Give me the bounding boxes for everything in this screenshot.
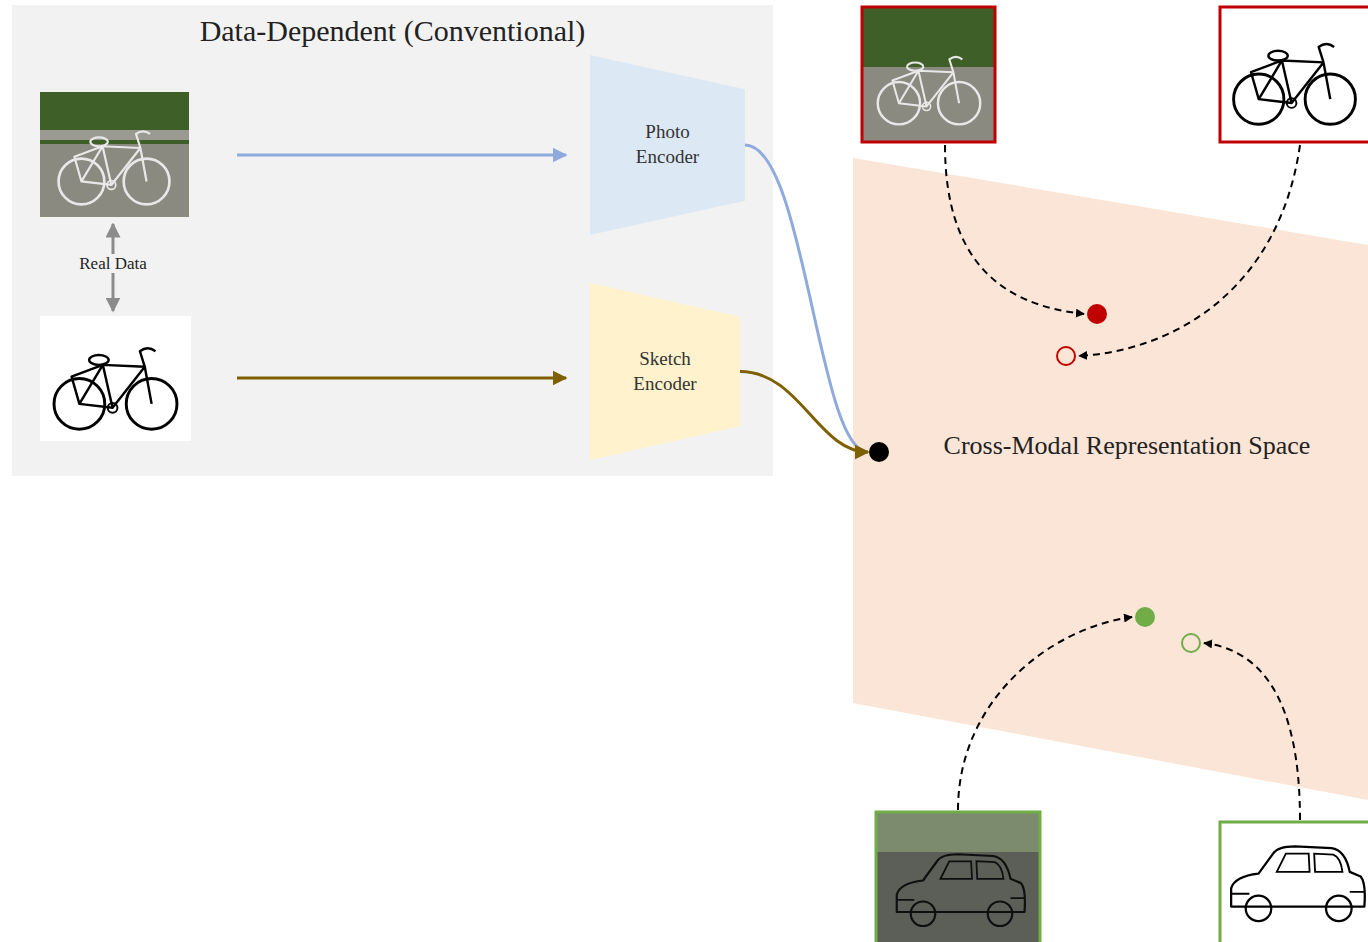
- encoder-box: Sketch Encoder: [590, 283, 740, 460]
- conventional-panel: Data-Dependent (Conventional) Photo Encod…: [12, 5, 773, 476]
- photo-input-arrow: [237, 154, 566, 157]
- shared-embedding: [869, 442, 889, 462]
- space-shape: [853, 158, 1368, 800]
- encoder-outline: [590, 55, 745, 235]
- encoder-shape: [590, 55, 745, 235]
- space-outline: [853, 158, 1368, 800]
- photo-embedding: [1087, 304, 1107, 324]
- encoder-output-connector: [740, 372, 868, 453]
- encoder-output-connector: [745, 145, 868, 452]
- sketch-embedding: [1182, 634, 1200, 652]
- space-label: Cross-Modal Representation Space: [917, 428, 1337, 463]
- encoder-label: Photo Encoder: [620, 120, 716, 169]
- red-photo: [862, 7, 995, 142]
- projection-arrows: [945, 145, 1300, 820]
- representation-space: Cross-Modal Representation Space: [853, 158, 1368, 800]
- sketch-input-arrow: [237, 377, 566, 380]
- red-sketch: [1220, 7, 1368, 142]
- photo-embedding: [1135, 607, 1155, 627]
- free-label: Real Data: [53, 254, 173, 274]
- bicycle-sketch: [40, 316, 191, 441]
- green-sketch: [1220, 822, 1368, 942]
- bicycle-photo: [40, 92, 189, 217]
- encoder-outline: [590, 283, 740, 460]
- encoder-box: Photo Encoder: [590, 55, 745, 235]
- green-photo: [876, 812, 1040, 942]
- sketch-embedding: [1057, 347, 1075, 365]
- encoder-shape: [590, 283, 740, 460]
- encoder-label: Sketch Encoder: [617, 347, 713, 396]
- panel-title: Data-Dependent (Conventional): [12, 13, 773, 49]
- free-label-text: Real Data: [76, 254, 150, 273]
